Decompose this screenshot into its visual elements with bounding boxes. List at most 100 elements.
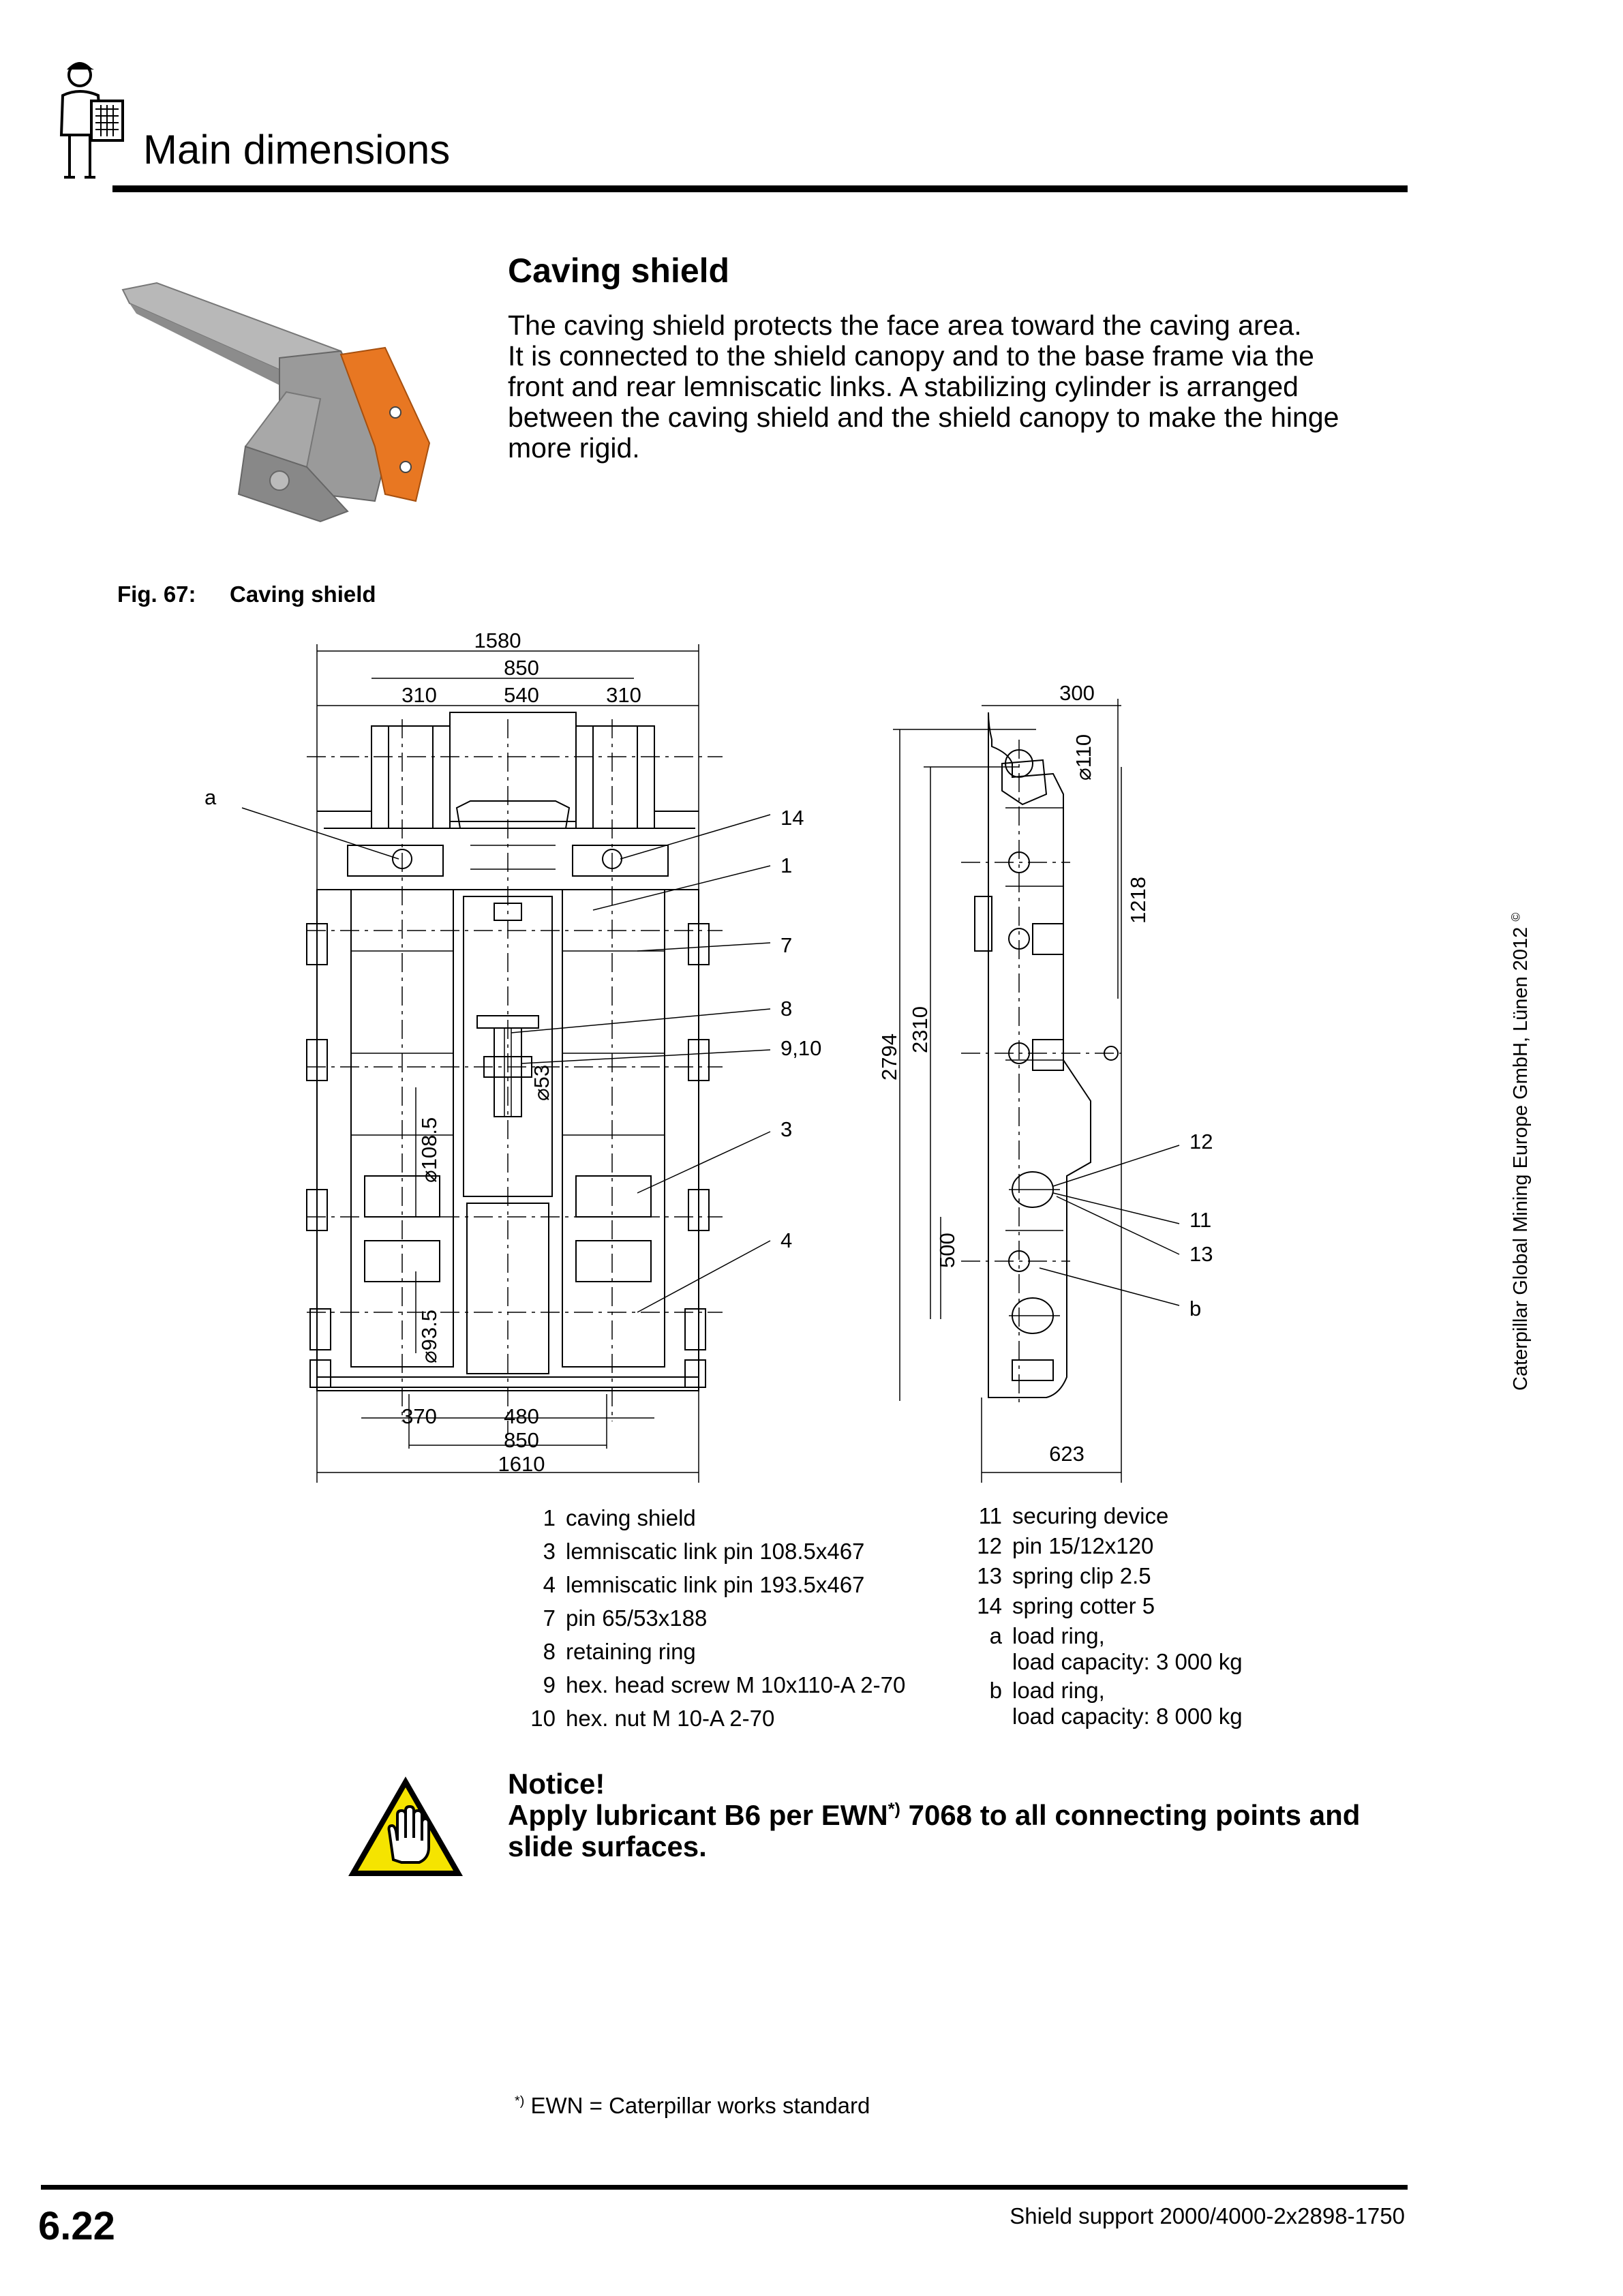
technical-drawing: 1580 850 310 540 310 <box>184 617 1275 1493</box>
footer-rule <box>41 2185 1408 2190</box>
legend-text: pin 65/53x188 <box>566 1605 708 1631</box>
legend-num: 1 <box>543 1505 556 1530</box>
legend-item: 1 caving shield <box>521 1501 944 1535</box>
callout-7: 7 <box>780 933 792 957</box>
dim-pin-upper: ⌀108.5 <box>417 1117 441 1183</box>
legend-item: 4 lemniscatic link pin 193.5x467 <box>521 1568 944 1601</box>
intro-line: between the caving shield and the shield… <box>508 402 1339 433</box>
callout-leaders <box>241 807 771 1313</box>
dim-bottom-total: 1610 <box>498 1452 545 1476</box>
dim-height-500: 500 <box>935 1233 959 1268</box>
notice-title: Notice! <box>508 1768 605 1800</box>
dim-top-right: 310 <box>606 683 641 707</box>
legend-left: 1 caving shield 3 lemniscatic link pin 108… <box>521 1501 944 1735</box>
copyright-symbol: © <box>1508 912 1523 922</box>
legend-text: securing device <box>1012 1503 1169 1528</box>
legend-item: 12 pin 15/12x120 <box>968 1531 1350 1561</box>
intro-line: It is connected to the shield canopy and… <box>508 340 1314 372</box>
legend-text: hex. head screw M 10x110-A 2-70 <box>566 1672 906 1697</box>
callout-a: a <box>204 785 217 809</box>
legend-item: 10 hex. nut M 10-A 2-70 <box>521 1702 944 1735</box>
header-rule <box>112 185 1408 192</box>
legend-text: lemniscatic link pin 108.5x467 <box>566 1539 865 1564</box>
legend-text: load capacity: 8 000 kg <box>1012 1704 1243 1729</box>
callout-11: 11 <box>1189 1208 1211 1232</box>
dim-side-top-width: 300 <box>1059 681 1095 705</box>
dim-eye-dia: ⌀110 <box>1072 734 1095 781</box>
legend-num: 8 <box>543 1639 556 1664</box>
footnote: *) EWN = Caterpillar works standard <box>515 2093 870 2119</box>
legend-num: 10 <box>530 1706 556 1731</box>
warning-hand-icon <box>344 1772 467 1885</box>
legend-text: lemniscatic link pin 193.5x467 <box>566 1572 865 1597</box>
dim-top-total: 1580 <box>474 629 521 652</box>
dim-height-1218: 1218 <box>1126 877 1150 924</box>
figure-caption: Fig. 67: Caving shield <box>117 581 376 607</box>
callout-14: 14 <box>780 806 804 830</box>
callout-4: 4 <box>780 1228 792 1252</box>
intro-line: The caving shield protects the face area… <box>508 309 1302 341</box>
footnote-sup: *) <box>515 2094 525 2109</box>
figure-caption-text: Caving shield <box>230 581 376 607</box>
copyright-text: Caterpillar Global Mining Europe GmbH, L… <box>1510 926 1532 1391</box>
legend-num: 4 <box>543 1572 556 1597</box>
legend-num: 3 <box>543 1539 556 1564</box>
dim-top-middle: 540 <box>504 683 539 707</box>
legend-num: 13 <box>977 1563 1002 1588</box>
section-heading: Caving shield <box>508 252 730 290</box>
technician-with-manual-icon <box>42 53 138 186</box>
callout-9-10: 9,10 <box>780 1036 821 1060</box>
dim-pin-center: ⌀53 <box>530 1065 553 1101</box>
side-view: 300 ⌀110 1218 2794 2310 500 <box>877 681 1150 1483</box>
intro-line: more rigid. <box>508 432 640 464</box>
notice-text-part1: Apply lubricant B6 per EWN <box>508 1799 888 1831</box>
legend-text: load capacity: 3 000 kg <box>1012 1649 1243 1674</box>
legend-num: 14 <box>977 1593 1002 1618</box>
legend-text: caving shield <box>566 1505 696 1530</box>
document-reference: Shield support 2000/4000-2x2898-1750 <box>1010 2203 1405 2229</box>
callout-8: 8 <box>780 997 792 1021</box>
callout-3: 3 <box>780 1117 792 1141</box>
callout-b: b <box>1189 1297 1201 1320</box>
legend-text: pin 15/12x120 <box>1012 1533 1154 1558</box>
legend-item: 11 securing device <box>968 1501 1350 1531</box>
legend-text: spring cotter 5 <box>1012 1593 1155 1618</box>
dim-bottom-middle: 480 <box>504 1404 539 1428</box>
legend-text: spring clip 2.5 <box>1012 1563 1151 1588</box>
legend-text: hex. nut M 10-A 2-70 <box>566 1706 775 1731</box>
legend-num: 9 <box>543 1672 556 1697</box>
figure-label: Fig. 67: <box>117 581 196 607</box>
dim-top-inner: 850 <box>504 656 539 680</box>
page-number: 6.22 <box>38 2204 115 2248</box>
legend-item: 9 hex. head screw M 10x110-A 2-70 <box>521 1668 944 1702</box>
legend-right: 11 securing device 12 pin 15/12x120 13 spri… <box>968 1501 1350 1730</box>
callout-1: 1 <box>780 854 792 877</box>
dim-height-2310: 2310 <box>908 1006 932 1053</box>
page-header-title: Main dimensions <box>143 127 451 172</box>
legend-num: 11 <box>978 1503 1002 1528</box>
dim-pin-lower: ⌀93.5 <box>417 1310 441 1363</box>
dim-bottom-left: 370 <box>401 1404 437 1428</box>
intro-line: front and rear lemniscatic links. A stab… <box>508 371 1299 402</box>
legend-item: 3 lemniscatic link pin 108.5x467 <box>521 1535 944 1568</box>
notice-sup: *) <box>888 1800 900 1819</box>
dim-side-bottom-width: 623 <box>1049 1442 1084 1466</box>
legend-num: 12 <box>977 1533 1002 1558</box>
footnote-text: EWN = Caterpillar works standard <box>524 2093 870 2118</box>
dim-bottom-inner: 850 <box>504 1428 539 1452</box>
callout-13: 13 <box>1189 1242 1213 1266</box>
notice-text: Apply lubricant B6 per EWN*) 7068 to all… <box>508 1800 1421 1862</box>
legend-item: 13 spring clip 2.5 <box>968 1561 1350 1591</box>
dim-height-2794: 2794 <box>877 1033 901 1081</box>
front-view: 1580 850 310 540 310 <box>306 629 723 1483</box>
legend-text: load ring, <box>1012 1623 1105 1648</box>
side-callout-leaders <box>1039 1145 1180 1306</box>
caving-shield-3d-thumbnail <box>116 276 470 539</box>
callout-12: 12 <box>1189 1130 1213 1153</box>
intro-paragraph: The caving shield protects the face area… <box>508 310 1421 464</box>
legend-num: b <box>989 1678 1002 1703</box>
